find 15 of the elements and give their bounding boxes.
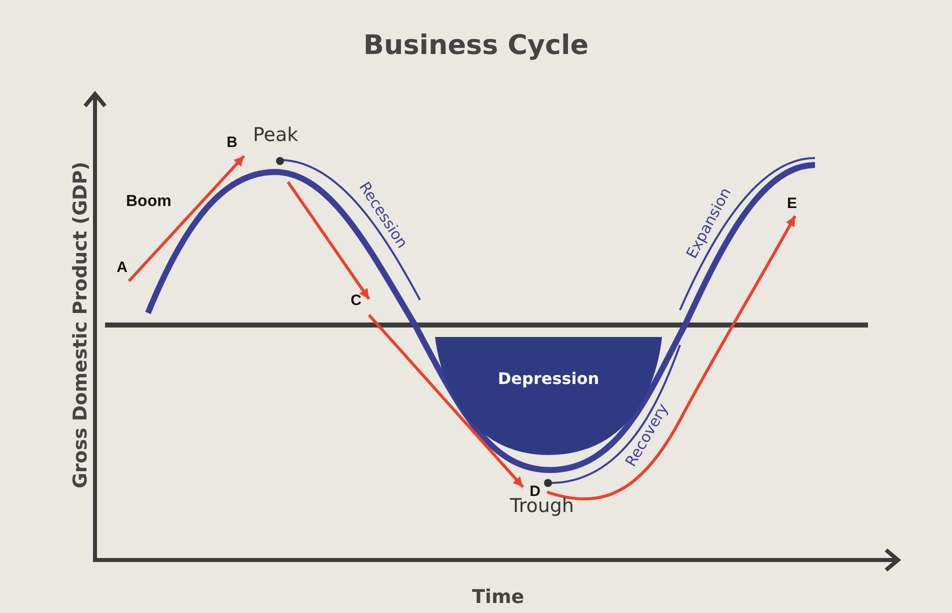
arrow — [368, 314, 524, 488]
point-label: Trough — [510, 495, 574, 517]
title: Business Cycle — [362, 30, 590, 61]
axis-title: Time — [472, 586, 524, 608]
point-letter: E — [780, 191, 804, 217]
region-label: Depression — [496, 369, 600, 388]
arrow — [546, 215, 796, 500]
point-letter: C — [343, 287, 369, 315]
axis-title: Gross Domestic Product (GDP) — [69, 162, 92, 488]
arrow — [128, 154, 246, 282]
point-label: Peak — [253, 124, 298, 146]
point-letter: A — [110, 255, 134, 281]
point-letter: B — [220, 130, 244, 156]
arrow — [286, 181, 370, 300]
phase-label: Boom — [126, 193, 172, 211]
